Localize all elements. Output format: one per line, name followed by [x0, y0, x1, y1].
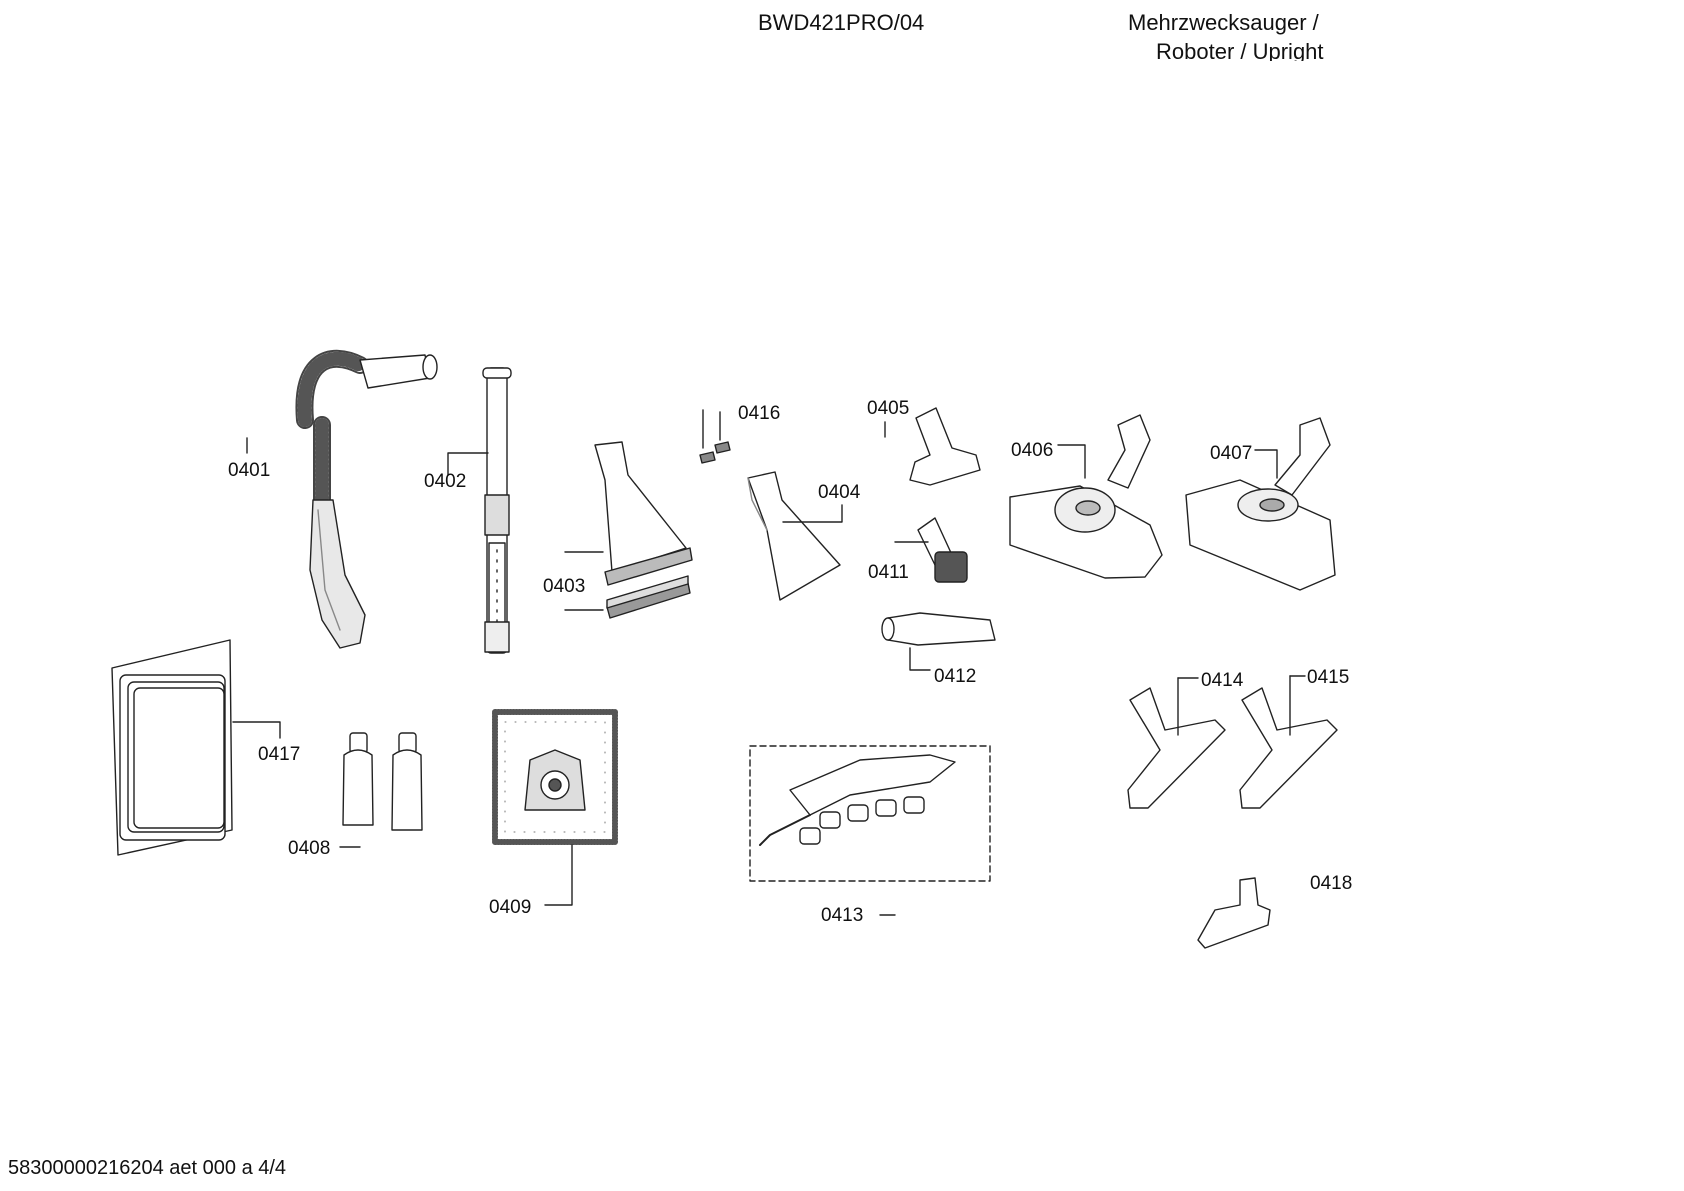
part-label-0405: 0405: [867, 398, 910, 419]
crevice-nozzle-drawing: [748, 472, 840, 600]
model-title: BWD421PRO/04: [758, 10, 925, 35]
cleaning-cloth-drawing: [495, 712, 615, 842]
filter-bag-pack-drawing: [112, 640, 232, 855]
part-label-0413: 0413: [821, 905, 864, 926]
part-label-0417: 0417: [258, 744, 301, 765]
turbo-brush-drawing: [1010, 415, 1162, 578]
part-label-0412: 0412: [934, 666, 977, 687]
part-label-0401: 0401: [228, 460, 271, 481]
wide-nozzle-drawing: [1198, 878, 1270, 948]
small-parts-drawing: [700, 442, 730, 463]
part-label-0403: 0403: [543, 576, 586, 597]
part-label-0411: 0411: [868, 562, 909, 583]
floor-squeegee-2-drawing: [1240, 688, 1337, 808]
telescopic-tube-drawing: [483, 368, 511, 653]
accessory-kit-drawing: [750, 746, 990, 881]
part-label-0408: 0408: [288, 838, 331, 859]
floor-nozzle-drawing: [1186, 418, 1335, 590]
floor-squeegee-drawing: [1128, 688, 1225, 808]
part-label-0404: 0404: [818, 482, 861, 503]
part-label-0418: 0418: [1310, 873, 1353, 894]
part-label-0407: 0407: [1210, 443, 1253, 464]
category-line-1: Mehrzwecksauger /: [1128, 10, 1319, 35]
part-label-0415: 0415: [1307, 667, 1350, 688]
detergent-bottles-drawing: [343, 733, 422, 830]
part-label-0402: 0402: [424, 471, 467, 492]
category-line-2: Roboter / Upright: [1156, 39, 1324, 61]
part-label-0406: 0406: [1011, 440, 1054, 461]
hose-drawing: [304, 355, 437, 648]
small-brush-nozzle-drawing: [910, 408, 980, 485]
upholstery-nozzle-drawing: [595, 442, 692, 618]
part-label-0414: 0414: [1201, 670, 1244, 691]
document-id: 58300000216204 aet 000 a 4/4: [8, 1157, 287, 1179]
part-label-0416: 0416: [738, 403, 781, 424]
dusting-brush-drawing: [918, 518, 967, 582]
crevice-tool-drawing: [882, 613, 995, 645]
part-label-0409: 0409: [489, 897, 532, 918]
